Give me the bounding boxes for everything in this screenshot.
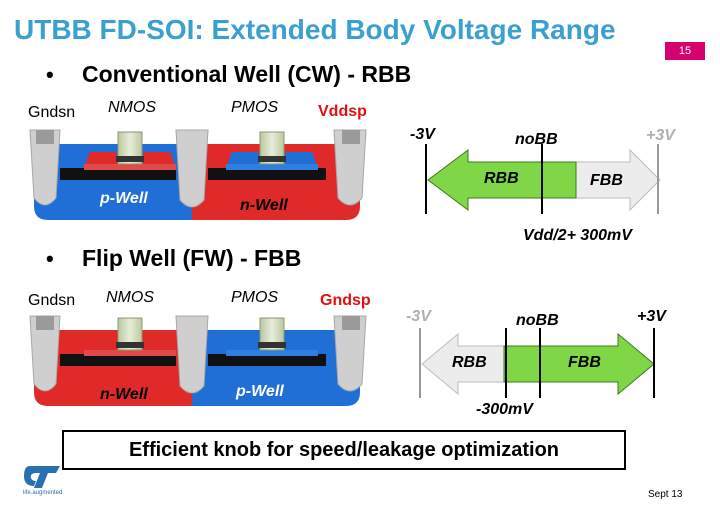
fw-left-well-label: n-Well <box>100 386 148 403</box>
st-logo-icon <box>24 466 60 488</box>
fw-nmos-label: NMOS <box>106 289 154 306</box>
cw-nmos-label: NMOS <box>108 99 156 116</box>
page-number-badge: 15 <box>665 42 705 60</box>
logo-tagline: life.augmented <box>23 490 63 496</box>
cw-pmos-label: PMOS <box>231 99 279 116</box>
cw-rbb-label: RBB <box>484 170 519 187</box>
cw-gndsn-label: Gndsn <box>28 104 76 121</box>
cw-right-well-label: n-Well <box>240 197 288 214</box>
fw-device-cross-section <box>29 315 367 406</box>
fw-heading: Flip Well (FW) - FBB <box>82 245 302 271</box>
fw-gndsn-label: Gndsn <box>28 292 76 309</box>
efficient-knob-callout: Efficient knob for speed/leakage optimiz… <box>62 430 626 470</box>
cw-left-well-label: p-Well <box>100 190 148 207</box>
fw-rbb-label: RBB <box>452 354 487 371</box>
slide-title: UTBB FD-SOI: Extended Body Voltage Range <box>14 14 616 45</box>
cw-supply-label: Vddsp <box>318 103 367 120</box>
fw-supply-label: Gndsp <box>320 292 371 309</box>
fw-scale-plus-label: +3V <box>637 308 666 325</box>
bullet-dot: • <box>46 62 54 87</box>
cw-fbb-label: FBB <box>590 172 623 189</box>
fw-pmos-label: PMOS <box>231 289 279 306</box>
cw-scale-minus-label: -3V <box>410 126 435 143</box>
footer-date: Sept 13 <box>648 489 683 500</box>
cw-bias-arrow-diagram <box>425 144 661 214</box>
cw-scale-plus-label: +3V <box>646 127 675 144</box>
fw-fbb-label: FBB <box>568 354 601 371</box>
bullet-dot: • <box>46 246 54 271</box>
fw-scale-minus-label: -3V <box>406 308 431 325</box>
fw-scale-zero-label: noBB <box>516 312 559 329</box>
cw-device-cross-section <box>29 129 367 220</box>
cw-limit-label: Vdd/2+ 300mV <box>523 227 632 244</box>
cw-heading: Conventional Well (CW) - RBB <box>82 61 412 87</box>
fw-limit-label: -300mV <box>476 401 533 418</box>
fw-right-well-label: p-Well <box>236 383 284 400</box>
cw-scale-zero-label: noBB <box>515 131 558 148</box>
fw-bias-arrow-diagram <box>419 328 655 398</box>
